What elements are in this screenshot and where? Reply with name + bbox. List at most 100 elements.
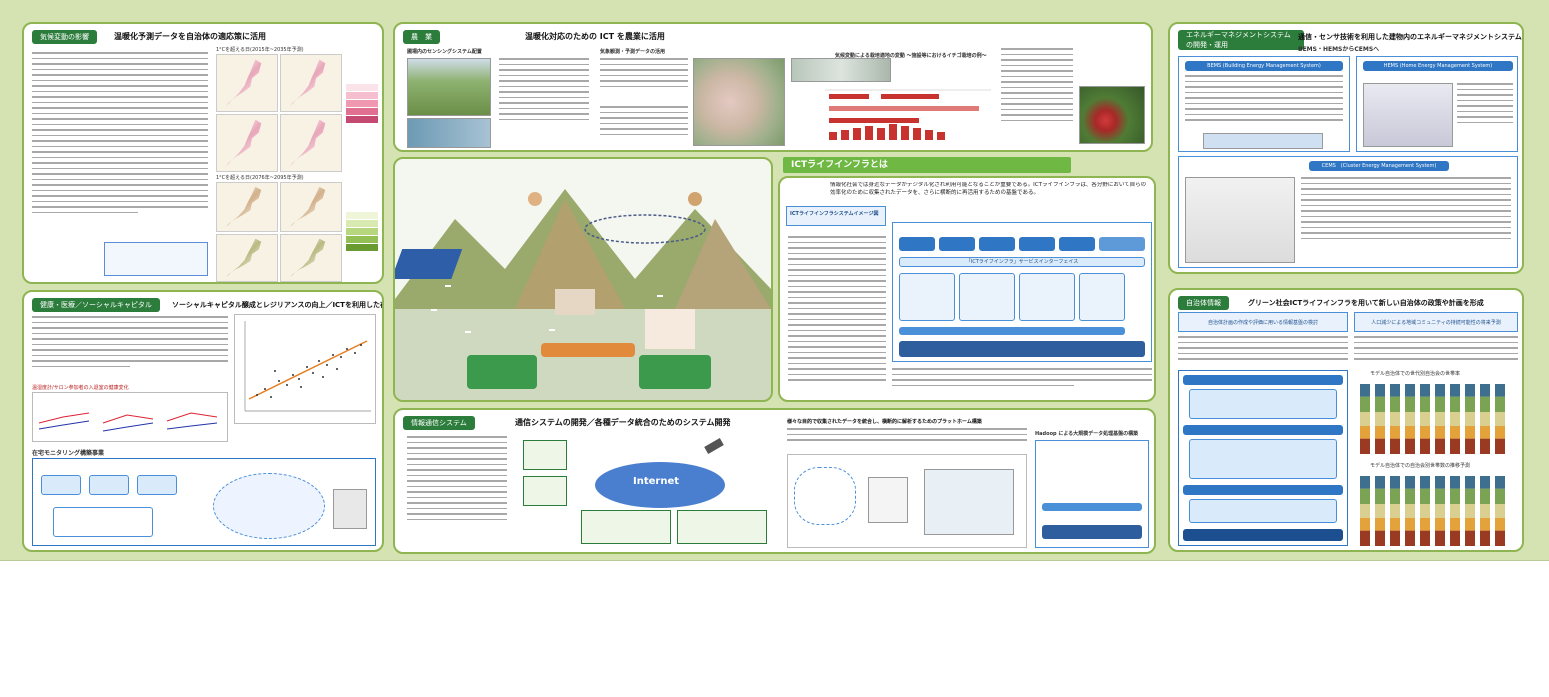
japan-map-7 <box>216 234 278 282</box>
stacked-bar-segment <box>1405 476 1415 489</box>
local-flow-diagram <box>1178 370 1348 546</box>
hems-box: HEMS (Home Energy Management System) <box>1356 56 1518 152</box>
stacked-bar-segment <box>1405 488 1415 504</box>
local-chart2 <box>1360 476 1505 546</box>
ict-node-4 <box>677 510 767 544</box>
label-home-energy <box>549 329 555 331</box>
infra-body-text <box>788 236 886 398</box>
label-solar <box>445 285 451 287</box>
agri-title: 温暖化対応のための ICT を農業に活用 <box>525 32 665 41</box>
local-box-left: 自治体計画の作成や評価に用いる情報基盤の検討 <box>1178 312 1348 332</box>
stacked-bar-segment <box>1435 384 1445 397</box>
stacked-bar-segment <box>1405 426 1415 439</box>
stacked-bar-segment <box>1480 518 1490 531</box>
stacked-bar-segment <box>1420 476 1430 489</box>
health-body-text <box>32 316 228 376</box>
internet-label: Internet <box>633 476 680 487</box>
infra-diagram-title: ICTライフインフラシステムイメージ図 <box>790 211 879 217</box>
infra-intro: 情報化社会では身近なデータがデジタル化され利用可能となることが重要である。ICT… <box>830 182 1147 196</box>
agri-sub-mid: 気象観測・予測データの活用 <box>600 49 666 55</box>
agri-text-4 <box>1001 48 1073 148</box>
stacked-bar-segment <box>1360 530 1370 546</box>
stacked-bar-segment <box>1495 426 1505 439</box>
stacked-bar-segment <box>1435 518 1445 531</box>
stacked-bar-segment <box>1450 396 1460 412</box>
local-chart1 <box>1360 384 1505 454</box>
stacked-bar-segment <box>1465 438 1475 454</box>
stacked-bar-segment <box>1495 384 1505 397</box>
agri-chart-title: 気候変動による栽培適地の変動 〜施設等におけるイチゴ栽培の例〜 <box>835 53 987 59</box>
stacked-bar-segment <box>1360 476 1370 489</box>
stacked-bar-segment <box>1435 476 1445 489</box>
stacked-bar-segment <box>1390 518 1400 531</box>
greenhouse-photo <box>791 58 891 82</box>
stacked-bar-segment <box>1495 396 1505 412</box>
stacked-bar-segment <box>1405 518 1415 531</box>
satellite-icon <box>704 438 724 454</box>
stacked-bar-segment <box>1465 488 1475 504</box>
stacked-bar-segment <box>1375 426 1385 439</box>
label-traffic <box>619 211 625 213</box>
label-greenhouse <box>465 331 471 333</box>
infra-architecture: 「ICTライフインフラ」サービスインターフェイス <box>892 222 1152 362</box>
stacked-bar-segment <box>1450 438 1460 454</box>
map-legend-2 <box>346 212 378 252</box>
stacked-bar-segment <box>1480 396 1490 412</box>
agri-text-2 <box>600 58 688 98</box>
infra-title: ICTライフインフラとは <box>783 157 1071 173</box>
bems-label: BEMS (Building Energy Management System) <box>1185 61 1343 71</box>
local-title: グリーン社会ICTライフインフラを用いて新しい自治体の政策や計画を形成 <box>1248 299 1484 307</box>
stacked-bar-segment <box>1450 384 1460 397</box>
local-text-left <box>1178 336 1348 368</box>
stacked-bar-segment <box>1435 412 1445 426</box>
stacked-bar-segment <box>1360 504 1370 518</box>
japan-map-5 <box>216 182 278 232</box>
ict-node-2 <box>523 476 567 506</box>
infra-api-bar: 「ICTライフインフラ」サービスインターフェイス <box>899 257 1145 267</box>
health-chart-caption: 温湿度計/サロン参加者の入退室の健康変化 <box>32 385 129 391</box>
japan-map-6 <box>280 182 342 232</box>
stacked-bar-segment <box>1390 412 1400 426</box>
stacked-bar-segment <box>1420 426 1430 439</box>
ict-node-3 <box>581 510 671 544</box>
stacked-bar-segment <box>1420 396 1430 412</box>
stacked-bar-segment <box>1375 476 1385 489</box>
stacked-bar-segment <box>1450 412 1460 426</box>
cems-label: CEMS (Cluster Energy Management System) <box>1309 161 1449 171</box>
platform-diagram <box>787 454 1027 548</box>
stacked-bar-segment <box>1495 518 1505 531</box>
illustration-panel <box>393 157 773 402</box>
stacked-bar-segment <box>1405 396 1415 412</box>
stacked-bar-segment <box>1390 530 1400 546</box>
infra-footer-text <box>892 368 1152 398</box>
infra-diagram-label-box <box>786 206 886 226</box>
stacked-bar-segment <box>1435 396 1445 412</box>
ems-subtitle: BEMS・HEMSからCEMSへ <box>1298 46 1380 53</box>
internet-cloud <box>595 462 725 508</box>
label-disaster-info <box>657 295 663 297</box>
local-chart1-title: モデル自治体での世代別自治会の世帯率 <box>1370 371 1461 377</box>
agri-sub-left: 圃場内のセンシングシステム配置 <box>407 49 482 55</box>
climate-panel: 気候変動の影響 温暖化予測データを自治体の適応策に活用 1°Cを超える日(201… <box>22 22 384 284</box>
bems-box: BEMS (Building Energy Management System) <box>1178 56 1350 152</box>
japan-map-3 <box>216 114 278 172</box>
stacked-bar-segment <box>1495 476 1505 489</box>
stacked-bar-segment <box>1480 488 1490 504</box>
home-monitoring-title: 在宅モニタリング構築事業 <box>32 450 105 457</box>
stacked-bar-segment <box>1495 412 1505 426</box>
japan-map-8 <box>280 234 342 282</box>
climate-note-box <box>104 242 208 276</box>
health-line-charts <box>32 392 228 442</box>
stacked-bar-segment <box>1360 488 1370 504</box>
stacked-bar-segment <box>1480 412 1490 426</box>
health-tab: 健康・医療／ソーシャルキャピタル <box>32 298 160 312</box>
stacked-bar-segment <box>1360 384 1370 397</box>
stacked-bar-segment <box>1435 438 1445 454</box>
stacked-bar-segment <box>1495 504 1505 518</box>
strawberry-chart <box>795 86 995 146</box>
stacked-bar-segment <box>1405 384 1415 397</box>
health-line-chart-svg <box>38 412 218 432</box>
stacked-bar-segment <box>1420 488 1430 504</box>
stacked-bar-segment <box>1480 476 1490 489</box>
ict-panel: 情報通信システム 通信システムの開発／各種データ統合のためのシステム開発 Int… <box>393 408 1156 554</box>
